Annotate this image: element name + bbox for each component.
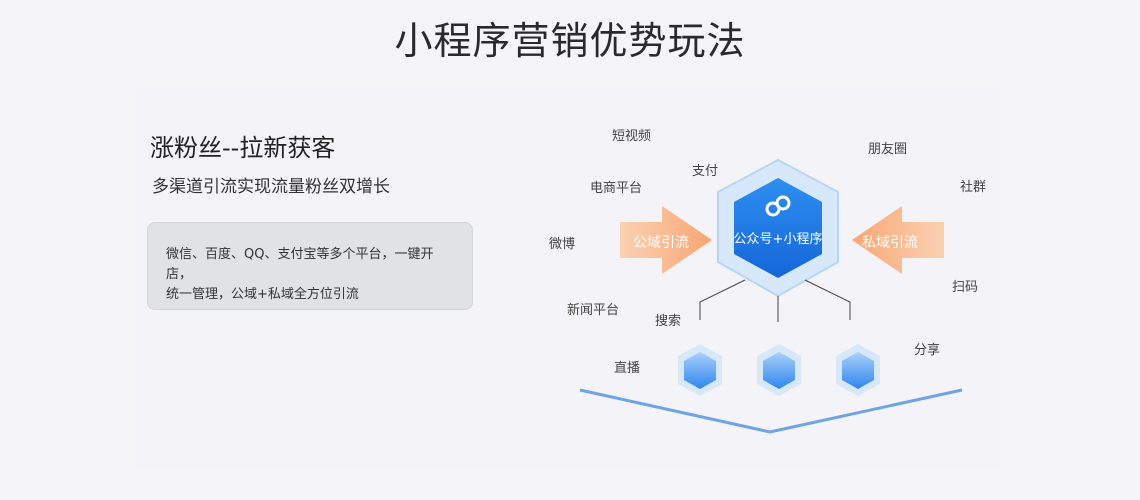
channel-scan: 扫码 [952, 280, 979, 295]
headline: 涨粉丝--拉新获客 [150, 134, 336, 162]
channel-news: 新闻平台 [567, 303, 620, 318]
channel-live: 直播 [614, 361, 641, 376]
public-traffic-label: 公域引流 [633, 235, 689, 251]
channel-weibo: 微博 [549, 237, 576, 252]
small-hex-2 [757, 344, 801, 396]
public-traffic-arrow [620, 206, 712, 274]
connector-lines [699, 279, 851, 322]
channel-pay: 支付 [692, 164, 719, 179]
private-traffic-arrow [852, 206, 944, 274]
mini-program-logo-icon [765, 195, 791, 217]
subhead: 多渠道引流实现流量粉丝双增长 [152, 177, 390, 197]
channel-community: 社群 [960, 180, 987, 195]
small-hex-3 [836, 344, 880, 396]
center-hex-inner [734, 178, 822, 278]
base-v-line [579, 388, 963, 434]
center-label: 公众号+小程序 [733, 232, 823, 247]
description-line-1: 微信、百度、QQ、支付宝等多个平台，一键开店， [166, 247, 434, 282]
channel-share: 分享 [914, 343, 941, 358]
channel-moments: 朋友圈 [868, 142, 908, 157]
channel-short-video: 短视频 [612, 129, 652, 144]
small-hex-1 [678, 344, 722, 396]
page-title: 小程序营销优势玩法 [394, 19, 746, 63]
description-line-2: 统一管理，公域+私域全方位引流 [166, 287, 359, 302]
channel-search: 搜索 [655, 314, 682, 329]
channel-ecommerce: 电商平台 [590, 181, 643, 196]
private-traffic-label: 私域引流 [862, 235, 918, 251]
description-box: 微信、百度、QQ、支付宝等多个平台，一键开店， 统一管理，公域+私域全方位引流 [147, 222, 473, 310]
